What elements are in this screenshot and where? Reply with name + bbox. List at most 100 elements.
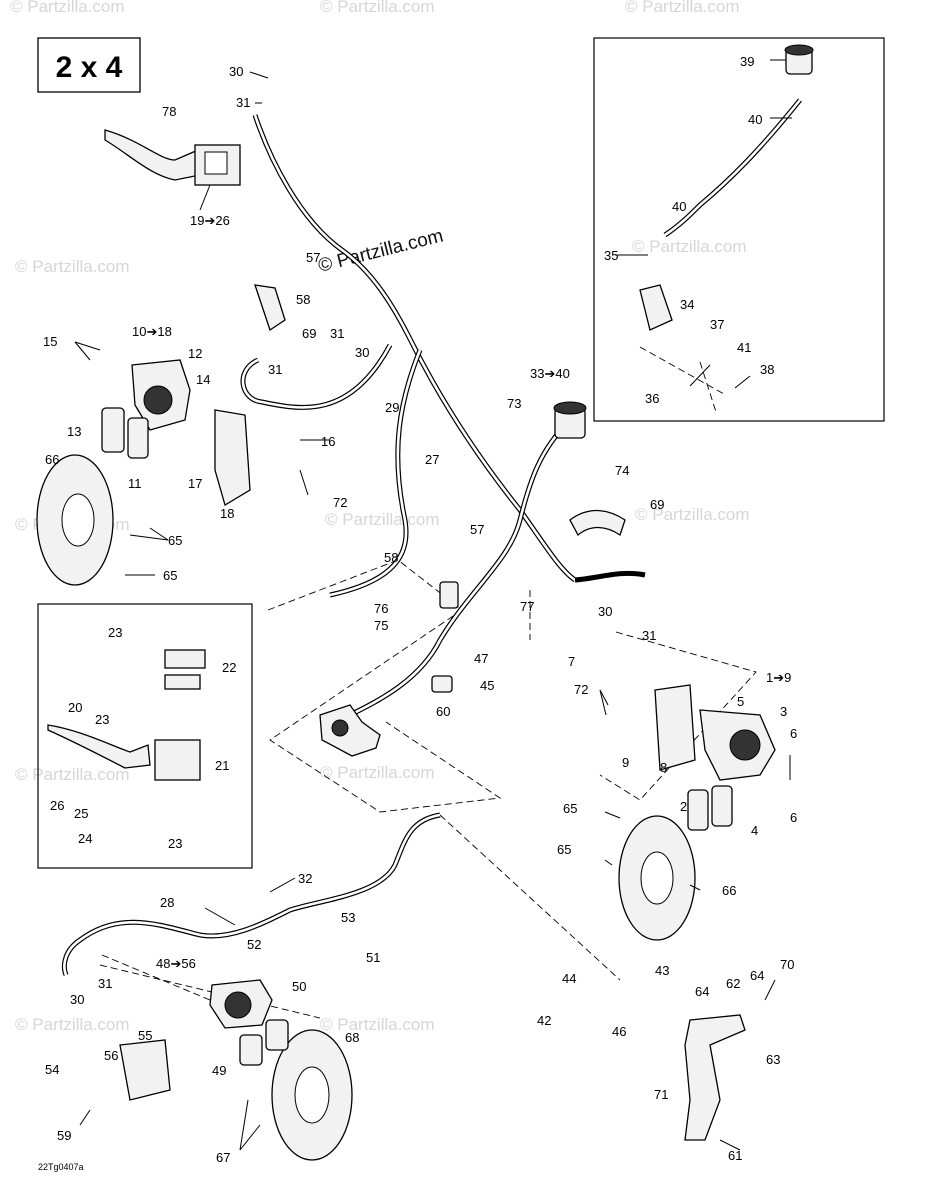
callout-label: 67 <box>216 1150 230 1165</box>
callout-label: 66 <box>722 883 736 898</box>
callout-label: 1➔9 <box>766 670 791 685</box>
watermark-text: © Partzilla.com <box>15 257 130 276</box>
callout-label: 5 <box>737 694 744 709</box>
hand-master-cylinder-top <box>104 129 241 186</box>
callout-label: 23 <box>95 712 109 727</box>
callout-label: 13 <box>67 424 81 439</box>
callout-label: 19➔26 <box>190 213 230 228</box>
callout-label: 3 <box>780 704 787 719</box>
callout-label: 34 <box>680 297 694 312</box>
callout-label: 2 <box>680 799 687 814</box>
model-badge: 2 x 4 <box>56 51 123 84</box>
callout-label: 31 <box>268 362 282 377</box>
callout-label: 69 <box>302 326 316 341</box>
callout-label: 20 <box>68 700 82 715</box>
watermark-text: © Partzilla.com <box>10 0 125 16</box>
figure-code: 22Tg0407a <box>38 1162 84 1172</box>
watermark-text: © Partzilla.com <box>320 0 435 16</box>
callout-label: 41 <box>737 340 751 355</box>
callout-label: 4 <box>751 823 758 838</box>
callout-label: 53 <box>341 910 355 925</box>
callout-label: 48➔56 <box>156 956 196 971</box>
callout-label: 23 <box>108 625 122 640</box>
callout-label: 54 <box>45 1062 59 1077</box>
callout-label: 10➔18 <box>132 324 172 339</box>
callout-label: 36 <box>645 391 659 406</box>
callout-label: 51 <box>366 950 380 965</box>
callout-label: 28 <box>160 895 174 910</box>
callout-label: 63 <box>766 1052 780 1067</box>
callout-labels: 30 31 78 19➔26 57 58 69 31 30 29 27 15 1… <box>43 54 797 1165</box>
callout-label: 72 <box>574 682 588 697</box>
front-left-caliper <box>101 359 251 506</box>
callout-label: 75 <box>374 618 388 633</box>
callout-label: 60 <box>436 704 450 719</box>
callout-label: 37 <box>710 317 724 332</box>
callout-label: 58 <box>296 292 310 307</box>
callout-label: 15 <box>43 334 57 349</box>
callout-label: 30 <box>355 345 369 360</box>
callout-label: 43 <box>655 963 669 978</box>
callout-label: 57 <box>306 250 320 265</box>
callout-label: 68 <box>345 1030 359 1045</box>
callout-label: 64 <box>750 968 764 983</box>
brake-disc-rear <box>271 1029 353 1161</box>
callout-label: 38 <box>760 362 774 377</box>
watermark-text: © Partzilla.com <box>635 505 750 524</box>
callout-label: 66 <box>45 452 59 467</box>
callout-label: 74 <box>615 463 629 478</box>
callout-label: 40 <box>672 199 686 214</box>
hand-master-cylinder-inset-frame <box>37 603 253 869</box>
watermark-text: © Partzilla.com <box>15 765 130 784</box>
callout-label: 16 <box>321 434 335 449</box>
brand-watermark: © Partzilla.com <box>316 226 445 277</box>
callout-label: 18 <box>220 506 234 521</box>
callout-label: 17 <box>188 476 202 491</box>
reservoir-inset-frame <box>593 37 885 422</box>
watermark-layer: © Partzilla.com © Partzilla.com © Partzi… <box>10 0 750 1034</box>
callout-label: 73 <box>507 396 521 411</box>
callout-label: 47 <box>474 651 488 666</box>
callout-label: 12 <box>188 346 202 361</box>
brake-disc-front-right <box>618 815 696 941</box>
alignment-dashed-lines <box>99 346 757 1019</box>
callout-label: 76 <box>374 601 388 616</box>
callout-label: 6 <box>790 810 797 825</box>
brake-disc-front-left <box>36 454 114 586</box>
callout-label: 45 <box>480 678 494 693</box>
callout-label: 23 <box>168 836 182 851</box>
callout-label: 14 <box>196 372 210 387</box>
callout-leader-lines <box>74 59 792 1151</box>
callout-label: 50 <box>292 979 306 994</box>
watermark-text: © Partzilla.com <box>320 1015 435 1034</box>
callout-label: 24 <box>78 831 92 846</box>
callout-label: 39 <box>740 54 754 69</box>
callout-label: 31 <box>330 326 344 341</box>
callout-label: 22 <box>222 660 236 675</box>
callout-label: 64 <box>695 984 709 999</box>
model-badge-box <box>37 37 141 93</box>
callout-label: 65 <box>557 842 571 857</box>
callout-label: 44 <box>562 971 576 986</box>
callout-label: 69 <box>650 497 664 512</box>
callout-label: 71 <box>654 1087 668 1102</box>
callout-label: 78 <box>162 104 176 119</box>
callout-label: 55 <box>138 1028 152 1043</box>
callout-label: 30 <box>70 992 84 1007</box>
callout-label: 7 <box>568 654 575 669</box>
callout-label: 33➔40 <box>530 366 570 381</box>
callout-label: 31 <box>642 628 656 643</box>
callout-label: 8 <box>660 760 667 775</box>
watermark-text: © Partzilla.com <box>625 0 740 16</box>
callout-label: 40 <box>748 112 762 127</box>
callout-label: 59 <box>57 1128 71 1143</box>
callout-label: 72 <box>333 495 347 510</box>
callout-label: 21 <box>215 758 229 773</box>
brake-pedal <box>684 1014 746 1141</box>
callout-label: 65 <box>168 533 182 548</box>
callout-label: 77 <box>520 599 534 614</box>
callout-label: 9 <box>622 755 629 770</box>
hose-brackets <box>254 284 673 693</box>
brake-hoses <box>61 98 802 976</box>
callout-label: 32 <box>298 871 312 886</box>
